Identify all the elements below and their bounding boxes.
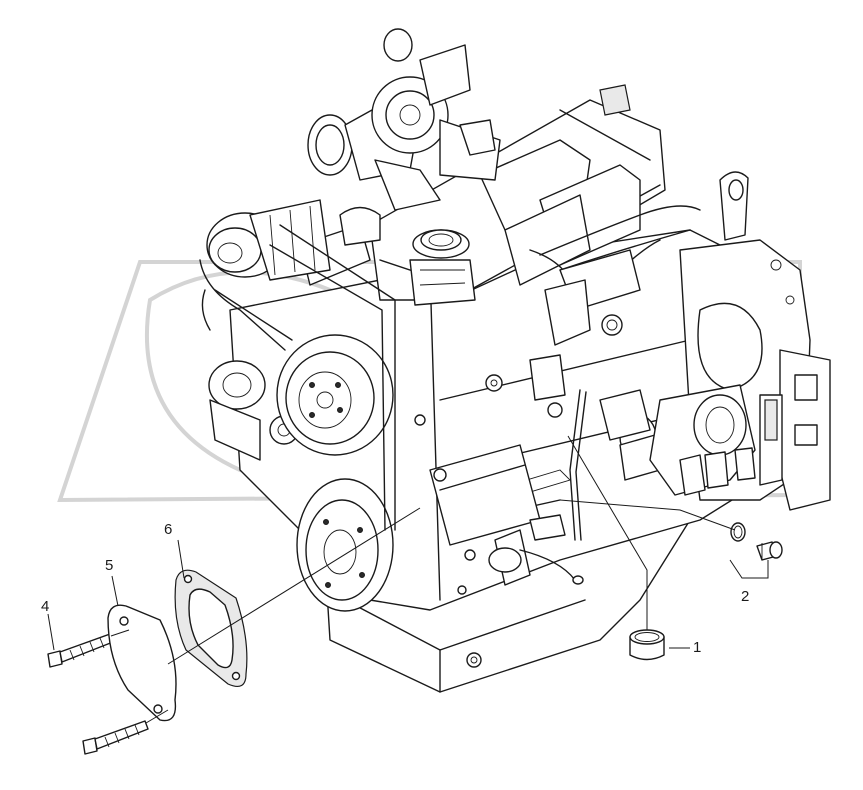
callout-5: 5 [105, 557, 113, 574]
lower-pulley [296, 478, 394, 612]
alternator [206, 199, 331, 281]
part-4-bolt-upper [47, 633, 114, 668]
injection-pump [649, 384, 756, 496]
part-2-drain-plug [730, 522, 783, 561]
part-5-cover-plate [107, 604, 177, 722]
callout-4: 4 [41, 598, 49, 615]
engine-assembly [199, 28, 831, 693]
callout-1: 1 [693, 639, 701, 656]
callout-6: 6 [164, 521, 172, 538]
callout-labels: 1 2 4 5 6 [41, 521, 749, 656]
part-4-bolt-lower [82, 720, 149, 755]
turbocharger [307, 28, 501, 211]
part-1-core-plug [629, 629, 665, 661]
part-6-gasket [174, 569, 248, 687]
leader-lines [47, 435, 769, 724]
callout-2: 2 [741, 588, 749, 605]
crankshaft-damper [276, 334, 394, 456]
